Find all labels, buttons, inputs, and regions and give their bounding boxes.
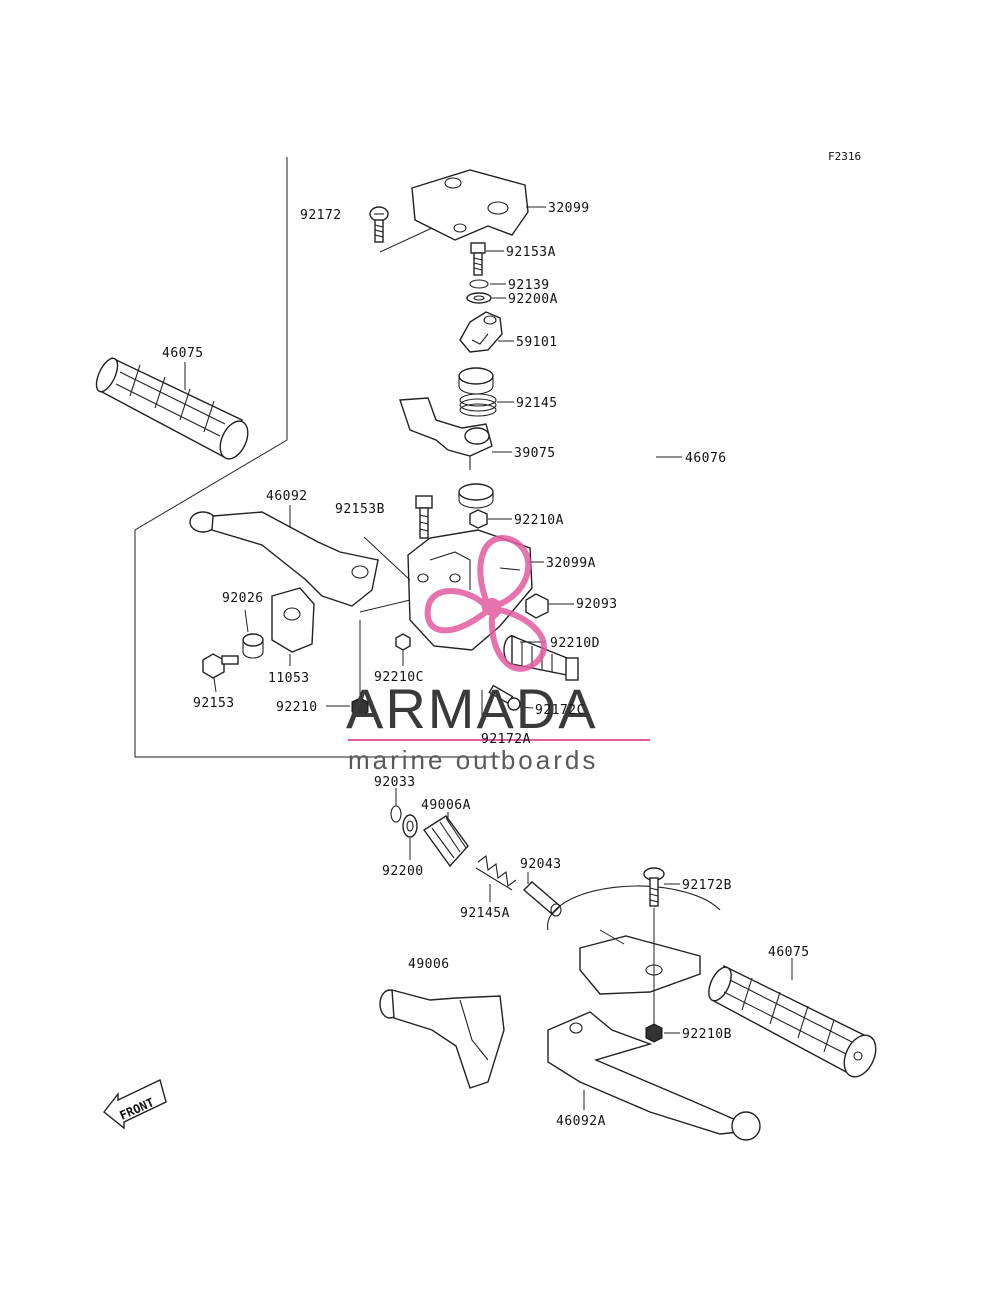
front-direction-arrow: FRONT <box>103 1079 167 1130</box>
part-labels: 92172 32099 92153A 92139 92200A 59101 46… <box>162 201 810 1129</box>
part-bushing-upper <box>458 367 494 395</box>
label-92172: 92172 <box>300 208 342 223</box>
part-32099A-housing <box>407 529 544 651</box>
part-49006A-boot <box>422 812 469 868</box>
label-49006: 49006 <box>408 957 450 972</box>
label-92033: 92033 <box>374 775 416 790</box>
label-59101: 59101 <box>516 335 558 350</box>
label-92145A: 92145A <box>460 906 510 921</box>
part-92172B-screw <box>643 867 680 907</box>
part-11053-bracket <box>271 587 315 666</box>
linkage-lines <box>359 536 411 698</box>
label-92200: 92200 <box>382 864 424 879</box>
part-46092A-brake-lever <box>547 1011 761 1141</box>
part-46092-clutch-lever <box>189 505 379 607</box>
watermark: ARMADA marine outboards <box>346 535 650 775</box>
part-32099-clamp-cover <box>411 169 546 241</box>
part-92153A-bolt <box>470 242 504 276</box>
watermark-tagline: marine outboards <box>348 745 598 775</box>
label-92172C: 92172C <box>535 703 585 718</box>
label-11053: 11053 <box>268 671 310 686</box>
label-39075: 39075 <box>514 446 556 461</box>
label-92153B: 92153B <box>335 502 385 517</box>
label-92210A: 92210A <box>514 513 564 528</box>
label-92172A: 92172A <box>481 732 531 747</box>
part-46075-grip-left <box>95 357 249 460</box>
part-bushing-lower <box>458 483 494 509</box>
part-92033-ring <box>390 788 402 823</box>
part-92093-nut <box>525 593 574 619</box>
label-92210B: 92210B <box>682 1027 732 1042</box>
part-92210C-nut <box>395 633 411 666</box>
label-46092: 46092 <box>266 489 308 504</box>
label-92210C: 92210C <box>374 670 424 685</box>
label-92139: 92139 <box>508 278 550 293</box>
part-59101-plate <box>459 311 514 353</box>
part-92145-spring <box>459 393 514 417</box>
part-92210-nut <box>326 697 369 717</box>
part-46075-grip-right <box>708 958 877 1078</box>
part-92153B-bolt <box>415 495 433 539</box>
assembly-boundary <box>134 157 682 758</box>
part-right-lever-housing <box>547 885 721 1024</box>
part-92172C-screw <box>481 684 534 720</box>
label-92026: 92026 <box>222 591 264 606</box>
label-92043: 92043 <box>520 857 562 872</box>
label-46076: 46076 <box>685 451 727 466</box>
label-92093: 92093 <box>576 597 618 612</box>
part-39075-lever <box>399 397 512 470</box>
label-32099A: 32099A <box>546 556 596 571</box>
label-49006A: 49006A <box>421 798 471 813</box>
part-49006-boot <box>379 989 505 1089</box>
label-92200A: 92200A <box>508 292 558 307</box>
part-92145A-spring <box>475 855 517 902</box>
label-92210D: 92210D <box>550 636 600 651</box>
watermark-brand: ARMADA <box>346 677 598 740</box>
label-46092A: 46092A <box>556 1114 606 1129</box>
part-92200-washer <box>402 814 418 860</box>
label-46075-left: 46075 <box>162 346 204 361</box>
label-32099: 32099 <box>548 201 590 216</box>
label-92210: 92210 <box>276 700 318 715</box>
part-92139-ring <box>469 279 506 289</box>
label-92153: 92153 <box>193 696 235 711</box>
label-46075-right: 46075 <box>768 945 810 960</box>
propeller-logo <box>424 535 547 672</box>
part-92200A-washer <box>466 292 506 304</box>
label-92153A: 92153A <box>506 245 556 260</box>
part-92210A-nut <box>469 509 512 529</box>
part-92210B-nut <box>645 1023 680 1043</box>
part-92026-collar <box>242 609 264 659</box>
figure-code: F2316 <box>828 150 861 163</box>
label-92172B: 92172B <box>682 878 732 893</box>
label-92145: 92145 <box>516 396 558 411</box>
part-92153-bolt <box>202 653 239 693</box>
